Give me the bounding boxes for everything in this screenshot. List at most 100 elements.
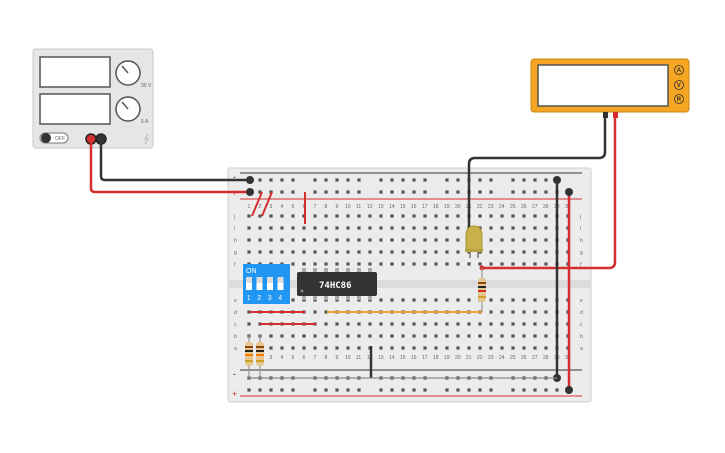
breadboard-hole[interactable] (346, 250, 350, 254)
breadboard-hole[interactable] (522, 190, 526, 194)
breadboard-hole[interactable] (390, 226, 394, 230)
current-knob[interactable] (115, 96, 141, 122)
breadboard-hole[interactable] (412, 214, 416, 218)
breadboard-hole[interactable] (390, 178, 394, 182)
power-switch[interactable]: OFF (39, 132, 69, 144)
breadboard-hole[interactable] (456, 262, 460, 266)
breadboard-hole[interactable] (357, 388, 361, 392)
breadboard-hole[interactable] (291, 178, 295, 182)
breadboard-hole[interactable] (522, 346, 526, 350)
wires[interactable] (89, 118, 617, 394)
breadboard-hole[interactable] (291, 226, 295, 230)
breadboard-hole[interactable] (456, 298, 460, 302)
breadboard-hole[interactable] (280, 250, 284, 254)
breadboard-hole[interactable] (511, 262, 515, 266)
breadboard-hole[interactable] (346, 190, 350, 194)
breadboard-hole[interactable] (258, 190, 262, 194)
breadboard-hole[interactable] (280, 178, 284, 182)
breadboard-hole[interactable] (533, 262, 537, 266)
breadboard-hole[interactable] (511, 298, 515, 302)
breadboard-hole[interactable] (401, 298, 405, 302)
breadboard-hole[interactable] (500, 214, 504, 218)
breadboard-hole[interactable] (335, 178, 339, 182)
breadboard-hole[interactable] (357, 214, 361, 218)
jumper-wire-red[interactable] (251, 191, 263, 217)
breadboard-hole[interactable] (511, 388, 515, 392)
breadboard-hole[interactable] (456, 190, 460, 194)
breadboard-hole[interactable] (401, 178, 405, 182)
breadboard-hole[interactable] (269, 214, 273, 218)
breadboard-hole[interactable] (412, 238, 416, 242)
breadboard-hole[interactable] (412, 322, 416, 326)
breadboard-hole[interactable] (511, 250, 515, 254)
breadboard-hole[interactable] (390, 190, 394, 194)
breadboard-hole[interactable] (489, 178, 493, 182)
breadboard-hole[interactable] (478, 262, 482, 266)
breadboard-hole[interactable] (434, 238, 438, 242)
breadboard-hole[interactable] (434, 298, 438, 302)
breadboard-hole[interactable] (324, 346, 328, 350)
resistor-pulldown[interactable] (245, 334, 253, 378)
breadboard-hole[interactable] (555, 388, 559, 392)
breadboard-hole[interactable] (500, 250, 504, 254)
breadboard-hole[interactable] (324, 388, 328, 392)
breadboard-hole[interactable] (335, 250, 339, 254)
breadboard-hole[interactable] (489, 250, 493, 254)
breadboard-hole[interactable] (401, 334, 405, 338)
breadboard-hole[interactable] (269, 388, 273, 392)
breadboard-hole[interactable] (313, 334, 317, 338)
breadboard-hole[interactable] (390, 250, 394, 254)
breadboard-hole[interactable] (489, 298, 493, 302)
breadboard-hole[interactable] (346, 346, 350, 350)
breadboard-hole[interactable] (456, 226, 460, 230)
breadboard-hole[interactable] (269, 178, 273, 182)
breadboard-hole[interactable] (313, 178, 317, 182)
breadboard-hole[interactable] (456, 250, 460, 254)
breadboard-hole[interactable] (533, 298, 537, 302)
breadboard-hole[interactable] (357, 190, 361, 194)
breadboard-hole[interactable] (478, 346, 482, 350)
breadboard-hole[interactable] (478, 334, 482, 338)
breadboard-hole[interactable] (423, 322, 427, 326)
breadboard-hole[interactable] (401, 190, 405, 194)
breadboard-hole[interactable] (302, 250, 306, 254)
breadboard-hole[interactable] (478, 178, 482, 182)
breadboard-hole[interactable] (500, 346, 504, 350)
breadboard-hole[interactable] (489, 190, 493, 194)
breadboard-hole[interactable] (522, 322, 526, 326)
breadboard-hole[interactable] (269, 346, 273, 350)
breadboard-hole[interactable] (544, 298, 548, 302)
breadboard-hole[interactable] (313, 238, 317, 242)
breadboard-hole[interactable] (434, 214, 438, 218)
breadboard-hole[interactable] (379, 238, 383, 242)
power-supply[interactable]: 30 V 5 A OFF (32, 48, 154, 149)
breadboard-hole[interactable] (346, 388, 350, 392)
led-yellow[interactable] (465, 225, 483, 258)
breadboard-hole[interactable] (489, 334, 493, 338)
breadboard-hole[interactable] (401, 214, 405, 218)
breadboard-hole[interactable] (258, 214, 262, 218)
breadboard-hole[interactable] (335, 214, 339, 218)
breadboard-hole[interactable] (390, 238, 394, 242)
breadboard-hole[interactable] (379, 346, 383, 350)
breadboard-hole[interactable] (511, 214, 515, 218)
breadboard-hole[interactable] (368, 214, 372, 218)
breadboard-hole[interactable] (346, 178, 350, 182)
breadboard-hole[interactable] (478, 190, 482, 194)
breadboard-hole[interactable] (324, 262, 328, 266)
breadboard-hole[interactable] (379, 388, 383, 392)
breadboard-hole[interactable] (500, 262, 504, 266)
breadboard-hole[interactable] (522, 178, 526, 182)
breadboard-hole[interactable] (313, 214, 317, 218)
breadboard-hole[interactable] (379, 226, 383, 230)
breadboard-hole[interactable] (423, 238, 427, 242)
breadboard-hole[interactable] (368, 238, 372, 242)
breadboard-hole[interactable] (445, 322, 449, 326)
dip-toggle-2[interactable]: 2 (256, 277, 263, 302)
breadboard-hole[interactable] (500, 238, 504, 242)
breadboard-hole[interactable] (401, 346, 405, 350)
breadboard-hole[interactable] (313, 388, 317, 392)
breadboard-hole[interactable] (500, 322, 504, 326)
breadboard-hole[interactable] (544, 238, 548, 242)
resistor-pulldown[interactable] (256, 334, 264, 378)
